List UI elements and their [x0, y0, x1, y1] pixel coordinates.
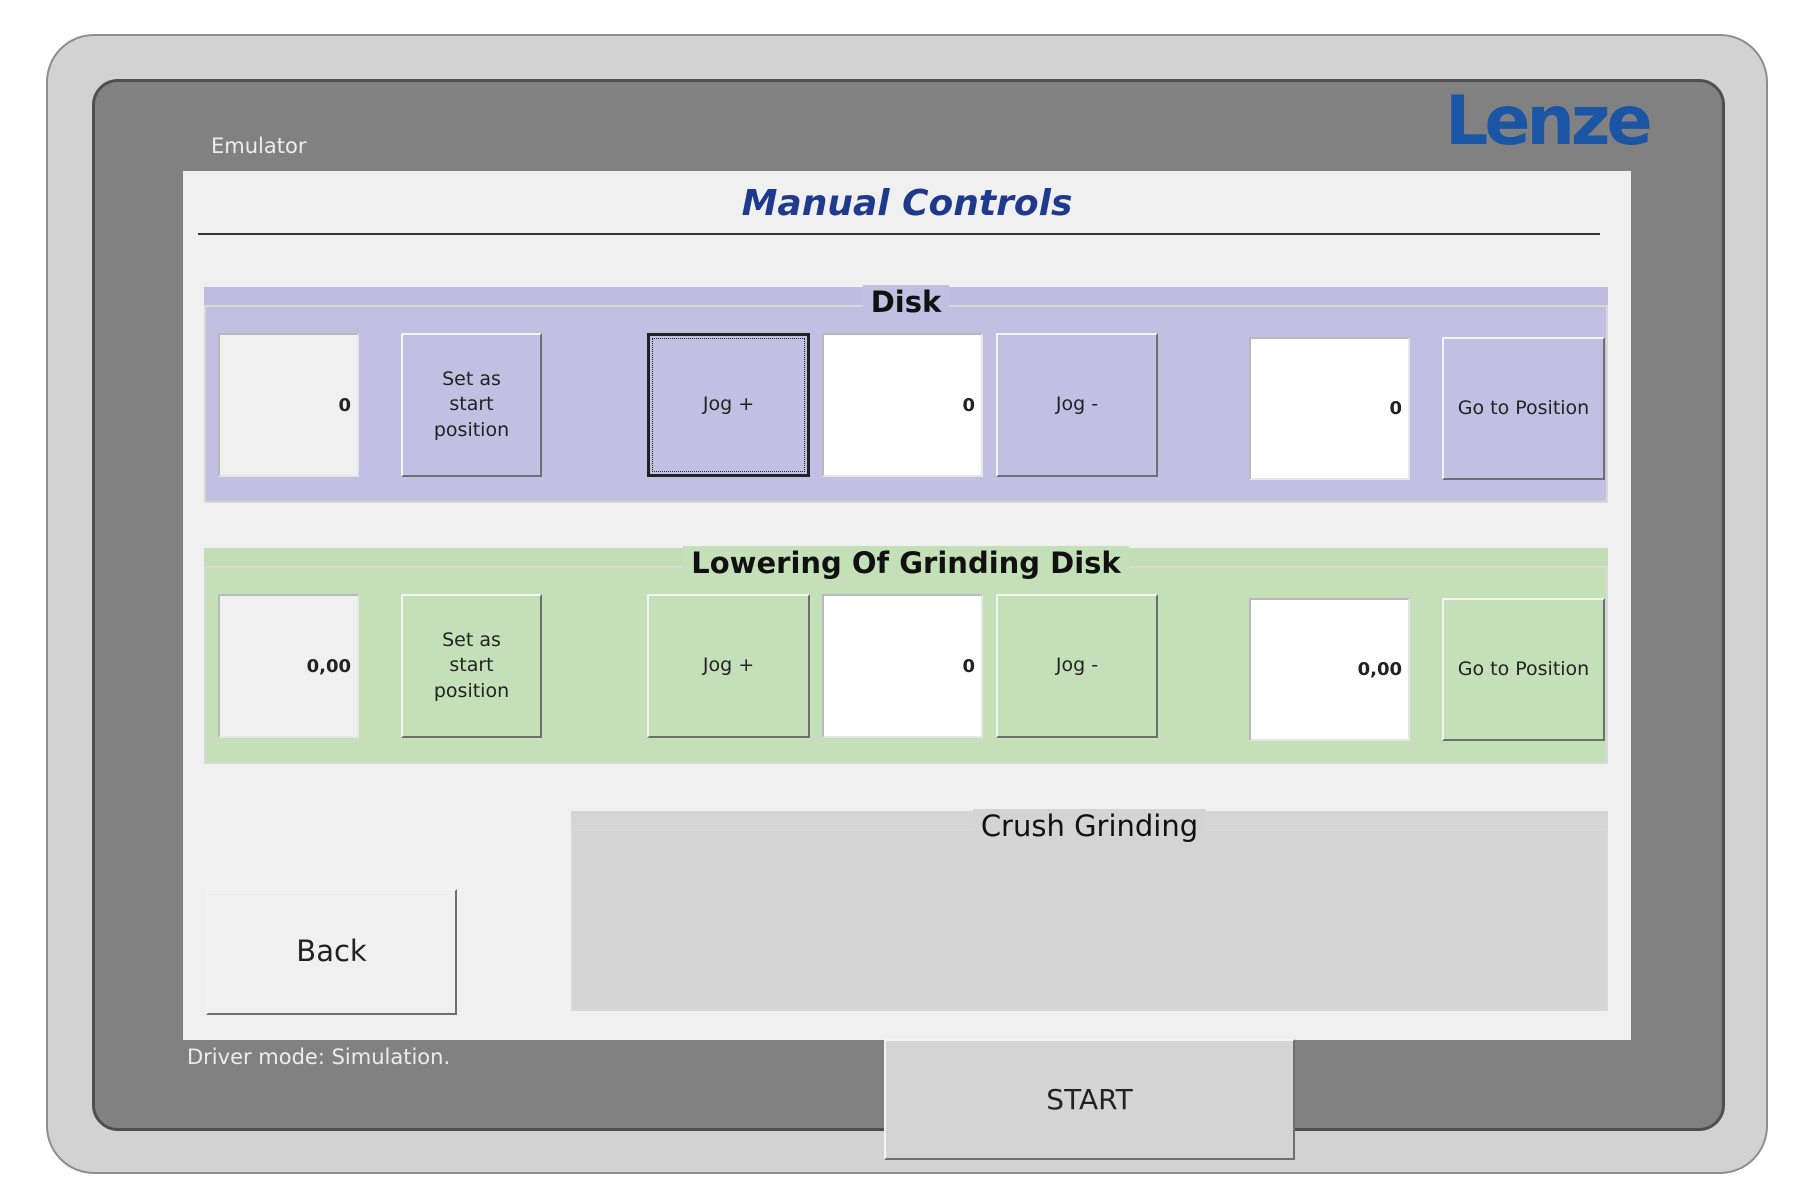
grinding-go-to-position-button[interactable]: Go to Position: [1442, 598, 1605, 741]
disk-group-label: Disk: [862, 285, 950, 319]
disk-target-position-field[interactable]: 0: [1249, 337, 1410, 480]
grinding-jog-plus-button[interactable]: Jog +: [647, 594, 810, 738]
grinding-disk-group: Lowering Of Grinding Disk 0,00 Set as st…: [204, 546, 1608, 764]
grinding-jog-value-field[interactable]: 0: [822, 594, 983, 738]
disk-group: Disk 0 Set as start position Jog + 0 Jog…: [204, 285, 1608, 503]
brand-logo: Lenze: [1445, 82, 1653, 161]
hmi-screen: Manual Controls Disk 0 Set as start posi…: [183, 171, 1631, 1160]
disk-set-start-button[interactable]: Set as start position: [401, 333, 542, 477]
grinding-jog-minus-button[interactable]: Jog -: [996, 594, 1158, 738]
crush-group-label: Crush Grinding: [972, 809, 1207, 843]
crush-grinding-group: Crush Grinding: [571, 809, 1608, 1011]
back-button[interactable]: Back: [206, 889, 457, 1015]
grinding-current-position-field: 0,00: [218, 594, 359, 738]
grinding-set-start-button[interactable]: Set as start position: [401, 594, 542, 738]
grinding-target-position-field[interactable]: 0,00: [1249, 598, 1410, 741]
disk-jog-value-field[interactable]: 0: [822, 333, 983, 477]
page-title: Manual Controls: [741, 183, 1073, 224]
disk-go-to-position-button[interactable]: Go to Position: [1442, 337, 1605, 480]
driver-mode-status: Driver mode: Simulation.: [187, 1045, 451, 1069]
grinding-group-label: Lowering Of Grinding Disk: [683, 546, 1129, 580]
disk-current-position-field: 0: [218, 333, 359, 477]
emulator-label: Emulator: [211, 134, 307, 158]
disk-jog-minus-button[interactable]: Jog -: [996, 333, 1158, 477]
disk-jog-plus-button[interactable]: Jog +: [647, 333, 810, 477]
title-divider: [198, 233, 1600, 235]
start-button[interactable]: START: [884, 1039, 1295, 1160]
